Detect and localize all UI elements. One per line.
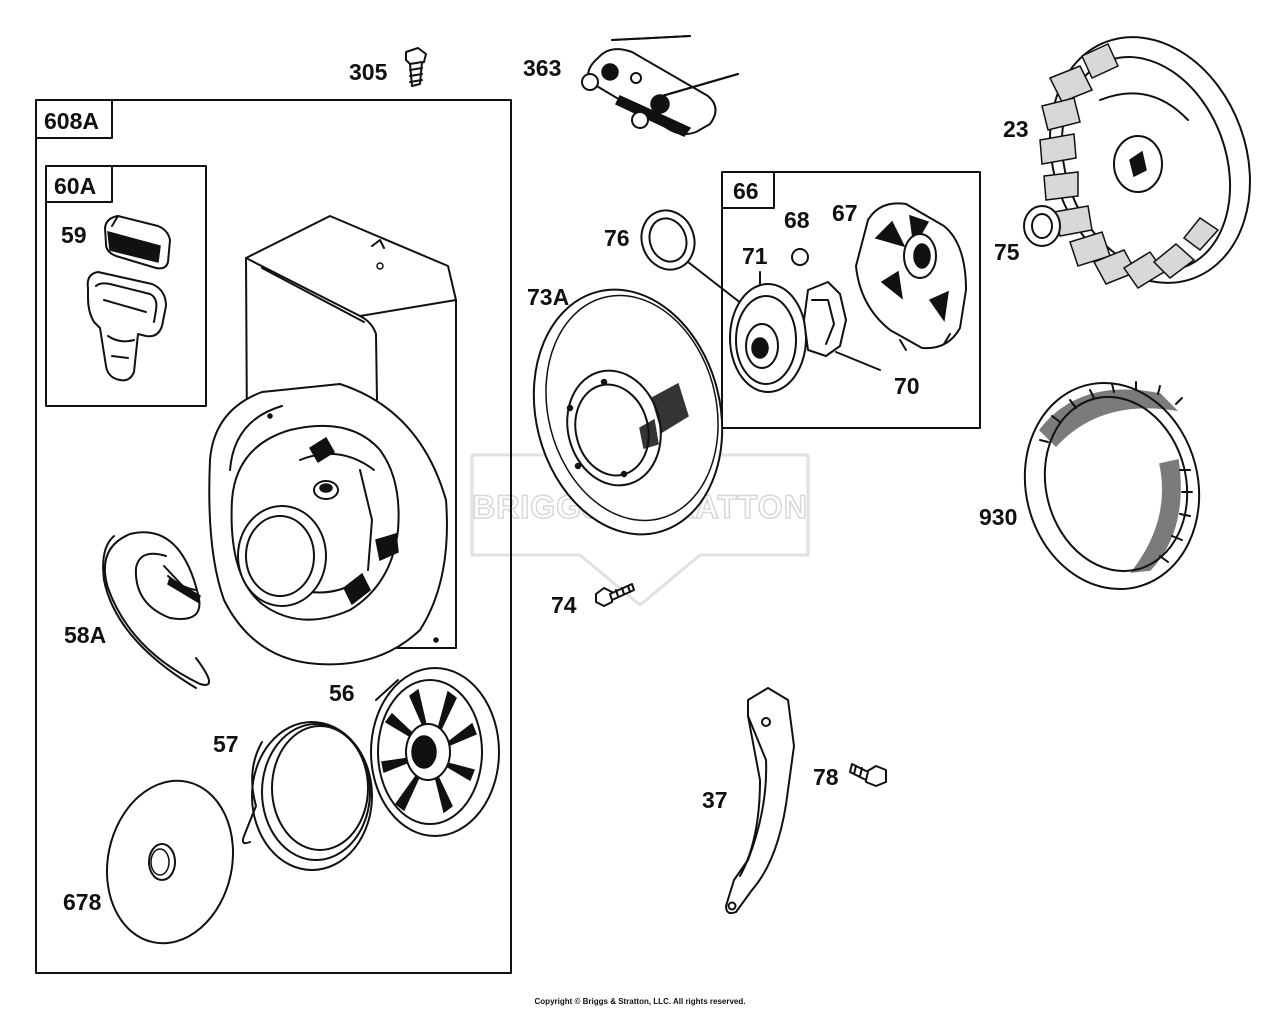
label-23: 23 [1003, 116, 1029, 142]
rotating-screen-930-part [1023, 381, 1201, 591]
starter-handle-part [86, 271, 167, 382]
copyright-notice: Copyright © Briggs & Stratton, LLC. All … [534, 997, 746, 1006]
label-363: 363 [523, 55, 561, 81]
box-label-66: 66 [733, 178, 759, 204]
label-73a: 73A [527, 284, 569, 310]
washer-76-part [640, 209, 761, 319]
retainer-70-part [803, 281, 881, 371]
box-608a: 608A [35, 99, 512, 974]
starter-clutch-71-part [729, 271, 807, 393]
box-66: 66 [721, 171, 981, 429]
label-57: 57 [213, 731, 239, 757]
label-78: 78 [813, 764, 839, 790]
label-58a: 58A [64, 622, 106, 648]
box-label-608a: 608A [44, 108, 99, 134]
clutch-housing-67-part [855, 202, 967, 351]
label-70: 70 [894, 373, 920, 399]
ball-68-part [791, 248, 809, 266]
box-60a: 60A [45, 165, 207, 407]
label-71: 71 [742, 243, 768, 269]
label-56: 56 [329, 680, 355, 706]
drive-assembly-part [581, 35, 739, 137]
label-37: 37 [702, 787, 728, 813]
label-75: 75 [994, 239, 1020, 265]
screw-74-part [595, 583, 635, 607]
blower-housing-part [208, 215, 457, 666]
box-label-60a: 60A [54, 173, 96, 199]
washer-75-part [1023, 205, 1061, 247]
label-305: 305 [349, 59, 388, 85]
bolt-78-part [849, 763, 887, 787]
starter-pulley-part [370, 667, 500, 837]
bracket-37-part [725, 687, 795, 915]
label-59: 59 [61, 222, 87, 248]
label-68: 68 [784, 207, 810, 233]
rotating-screen-part [532, 288, 724, 536]
flywheel-part [1039, 36, 1251, 290]
flywheel-fins [1039, 43, 1220, 290]
handle-insert-part [104, 215, 171, 270]
label-930: 930 [979, 504, 1017, 530]
rewind-spring-part [102, 531, 210, 689]
starter-rope-part [241, 721, 373, 871]
label-67: 67 [832, 200, 858, 226]
plate-part [106, 779, 234, 945]
label-74: 74 [551, 592, 577, 618]
label-76: 76 [604, 225, 630, 251]
bolt-305-part [405, 47, 427, 87]
label-678: 678 [63, 889, 102, 915]
